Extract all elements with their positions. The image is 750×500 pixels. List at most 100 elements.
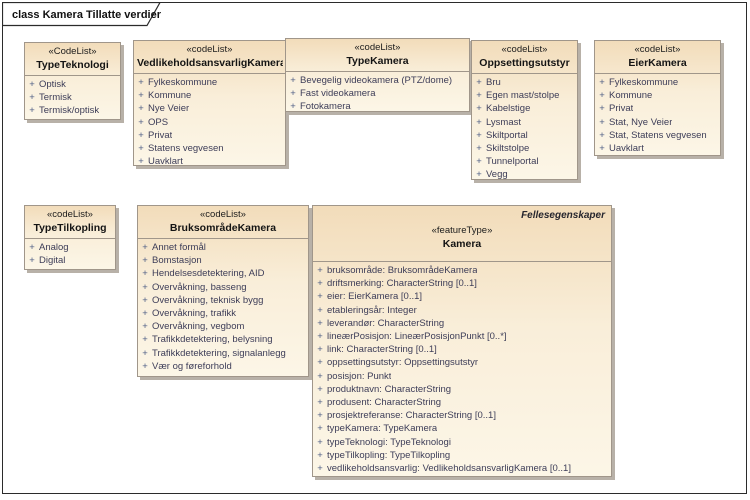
class-header: «codeList» Oppsettingsutstyr bbox=[472, 41, 577, 74]
attribute-row: +oppsettingsutstyr: Oppsettingsutstyr bbox=[313, 356, 611, 369]
codelist-box-eierkamera: «codeList» EierKamera +Fylkeskommune+Kom… bbox=[594, 40, 721, 156]
attribute-row: +Vegg bbox=[472, 168, 577, 179]
visibility-plus: + bbox=[142, 347, 148, 359]
visibility-plus: + bbox=[317, 383, 323, 395]
class-name: TypeKamera bbox=[346, 55, 409, 67]
visibility-plus: + bbox=[317, 304, 323, 316]
attribute-label: bruksområde: BruksområdeKamera bbox=[327, 265, 478, 276]
attribute-row: +Bomstasjon bbox=[138, 254, 308, 267]
attribute-label: produsent: CharacterString bbox=[327, 397, 442, 409]
visibility-plus: + bbox=[142, 268, 148, 280]
frame-title-tab: class Kamera Tillatte verdier bbox=[1, 1, 172, 28]
attribute-label: Annet formål bbox=[152, 242, 206, 253]
attribute-row: +Vær og føreforhold bbox=[138, 360, 308, 373]
frame-tab-shape bbox=[1, 1, 162, 27]
stereotype-label: «codeList» bbox=[354, 42, 401, 53]
visibility-plus: + bbox=[317, 436, 323, 448]
package-annotation: Fellesegenskaper bbox=[521, 210, 605, 221]
attribute-row: +vedlikeholdsansvarlig: Vedlikeholdsansv… bbox=[313, 462, 611, 475]
attribute-row: +Uavklart bbox=[134, 155, 285, 165]
attribute-row: +Overvåkning, vegbom bbox=[138, 320, 308, 333]
attribute-label: produktnavn: CharacterString bbox=[327, 383, 452, 395]
attribute-label: typeTeknologi: TypeTeknologi bbox=[327, 436, 451, 448]
attribute-label: etableringsår: Integer bbox=[327, 304, 417, 316]
class-name: BruksområdeKamera bbox=[169, 222, 277, 234]
attribute-row: +Annet formål bbox=[138, 241, 308, 254]
attribute-row: +Overvåkning, basseng bbox=[138, 281, 308, 294]
attribute-row: + eier: EierKamera [0..1] bbox=[313, 290, 611, 303]
class-header: «codeList» VedlikeholdsansvarligKamera bbox=[134, 41, 285, 74]
stereotype-label: «featureType» bbox=[431, 225, 493, 236]
visibility-plus: + bbox=[138, 116, 144, 128]
visibility-plus: + bbox=[476, 116, 482, 128]
attribute-label: Optisk bbox=[39, 79, 66, 90]
attribute-row: + Optisk bbox=[25, 78, 120, 91]
visibility-plus: + bbox=[317, 344, 323, 356]
stereotype-label: «codeList» bbox=[634, 44, 681, 55]
attribute-label: posisjon: Punkt bbox=[327, 370, 392, 382]
visibility-plus: + bbox=[599, 103, 605, 115]
visibility-plus: + bbox=[476, 143, 482, 155]
attribute-row: + etableringsår: Integer bbox=[313, 304, 611, 317]
codelist-box-typekamera: «codeList» TypeKamera +Bevegelig videoka… bbox=[285, 38, 470, 112]
attribute-label: Kabelstige bbox=[486, 103, 531, 115]
visibility-plus: + bbox=[290, 101, 296, 112]
attribute-label: Privat bbox=[609, 103, 634, 115]
attribute-label: Skiltportal bbox=[486, 129, 528, 141]
attribute-label: typeTilkopling: TypeTilkopling bbox=[327, 449, 451, 461]
attribute-label: Termisk/optisk bbox=[39, 105, 100, 117]
attribute-row: + link: CharacterString [0..1] bbox=[313, 343, 611, 356]
class-header: «featureType» Kamera bbox=[313, 222, 611, 262]
visibility-plus: + bbox=[317, 463, 323, 475]
visibility-plus: + bbox=[317, 449, 323, 461]
visibility-plus: + bbox=[317, 291, 323, 303]
attribute-label: Uavklart bbox=[609, 143, 644, 155]
attribute-label: OPS bbox=[148, 116, 169, 128]
visibility-plus: + bbox=[317, 331, 323, 343]
class-header: «codeList» BruksområdeKamera bbox=[138, 206, 308, 239]
attribute-label: Bru bbox=[486, 77, 501, 88]
stereotype-label: «CodeList» bbox=[48, 46, 97, 57]
attribute-row: +driftsmerking: CharacterString [0..1] bbox=[313, 277, 611, 290]
featuretype-box-kamera: Fellesegenskaper «featureType» Kamera + b… bbox=[312, 205, 612, 477]
attribute-label: Stat, Nye Veier bbox=[609, 116, 673, 128]
attribute-row: +Trafikkdetektering, signalanlegg bbox=[138, 347, 308, 360]
class-header: «codeList» TypeKamera bbox=[286, 39, 469, 72]
stereotype-label: «codeList» bbox=[186, 44, 233, 55]
attribute-row: +Stat, Nye Veier bbox=[595, 116, 720, 129]
class-name: TypeTeknologi bbox=[36, 59, 109, 71]
visibility-plus: + bbox=[138, 90, 144, 102]
attribute-label: Fotokamera bbox=[300, 101, 351, 112]
attribute-label: driftsmerking: CharacterString [0..1] bbox=[327, 278, 477, 290]
attribute-compartment: +Fylkeskommune+Kommune+Privat+Stat, Nye … bbox=[595, 74, 720, 155]
attribute-row: +Fylkeskommune bbox=[134, 76, 285, 89]
visibility-plus: + bbox=[476, 129, 482, 141]
stereotype-label: «codeList» bbox=[47, 209, 93, 220]
codelist-box-oppsettingsutstyr: «codeList» Oppsettingsutstyr +Bru+Egen m… bbox=[471, 40, 578, 180]
attribute-row: +Stat, Statens vegvesen bbox=[595, 129, 720, 142]
attribute-label: Lysmast bbox=[486, 116, 522, 128]
attribute-row: +Trafikkdetektering, belysning bbox=[138, 333, 308, 346]
attribute-label: Overvåkning, trafikk bbox=[152, 308, 236, 320]
attribute-row: + Skiltportal bbox=[472, 129, 577, 142]
visibility-plus: + bbox=[290, 88, 296, 100]
class-name: Oppsettingsutstyr bbox=[479, 57, 570, 69]
codelist-box-vedlikeholdsansvarligkamera: «codeList» VedlikeholdsansvarligKamera +… bbox=[133, 40, 286, 166]
visibility-plus: + bbox=[29, 79, 35, 90]
attribute-row: +Termisk bbox=[25, 91, 120, 104]
attribute-row: +leverandør: CharacterString bbox=[313, 317, 611, 330]
attribute-label: eier: EierKamera [0..1] bbox=[327, 291, 423, 303]
attribute-row: +typeKamera: TypeKamera bbox=[313, 422, 611, 435]
visibility-plus: + bbox=[290, 75, 296, 86]
visibility-plus: + bbox=[317, 410, 323, 422]
attribute-label: Vær og føreforhold bbox=[152, 360, 232, 372]
attribute-label: prosjektreferanse: CharacterString [0..1… bbox=[327, 410, 496, 422]
attribute-row: +Bru bbox=[472, 76, 577, 89]
attribute-label: link: CharacterString [0..1] bbox=[327, 344, 437, 356]
visibility-plus: + bbox=[138, 143, 144, 155]
visibility-plus: + bbox=[476, 90, 482, 102]
visibility-plus: + bbox=[317, 265, 323, 276]
attribute-label: Overvåkning, basseng bbox=[152, 281, 247, 293]
visibility-plus: + bbox=[142, 308, 148, 320]
